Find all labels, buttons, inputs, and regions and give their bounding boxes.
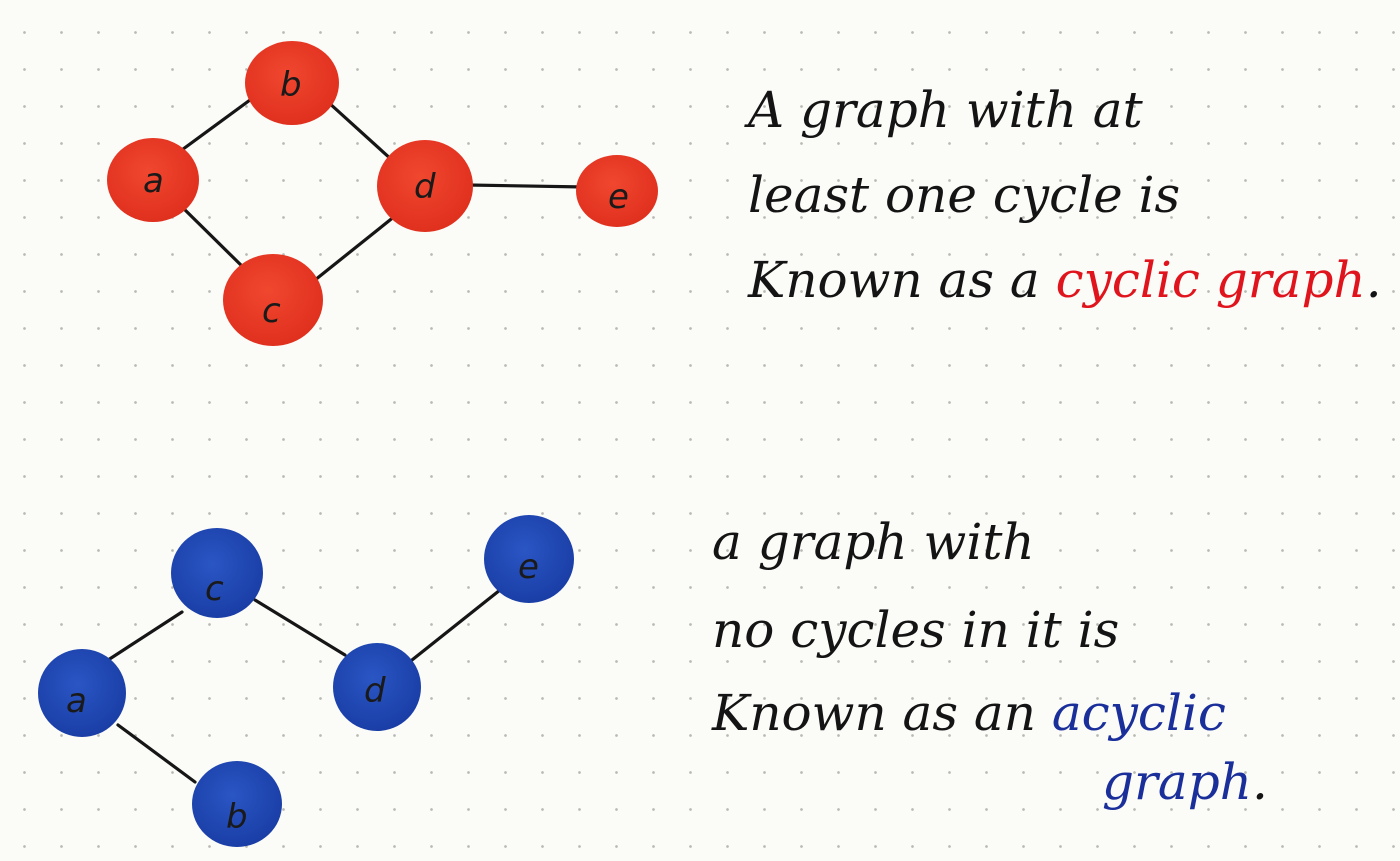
acyclic-line-3: Known as an acyclic (712, 674, 1268, 752)
edge-d-e (466, 183, 587, 189)
edge-a-b (116, 723, 197, 784)
node-label-c: c (205, 569, 224, 609)
acyclic-graph-term-1: acyclic (1051, 684, 1226, 742)
cyclic-line-2: least one cycle is (748, 166, 1181, 224)
node-c: c (171, 528, 263, 618)
node-label-a: a (66, 681, 87, 721)
cyclic-graph: a b c d e (107, 41, 658, 346)
edge-d-e (410, 588, 502, 662)
edge-c-d (253, 598, 347, 657)
acyclic-line-2: no cycles in it is (712, 601, 1120, 659)
node-b: b (245, 41, 339, 125)
node-c: c (223, 254, 323, 346)
node-label-c: c (262, 291, 281, 331)
node-label-d: d (364, 671, 386, 711)
cyclic-line-1: A graph with at (748, 81, 1143, 139)
acyclic-graph-term-2: graph (1102, 753, 1252, 811)
node-b: b (192, 761, 282, 847)
node-a: a (107, 138, 199, 222)
node-label-a: a (143, 161, 164, 201)
node-d: d (377, 140, 473, 232)
node-label-e: e (518, 547, 539, 587)
acyclic-line-1: a graph with (712, 513, 1035, 571)
cyclic-line-3-prefix: Known as a (748, 251, 1040, 309)
node-label-d: d (414, 167, 436, 207)
node-d: d (333, 643, 421, 731)
acyclic-graph: a b c d e (38, 515, 574, 847)
acyclic-line-3-prefix: Known as an (712, 684, 1036, 742)
acyclic-graph-description: a graph with no cycles in it is Known as… (712, 498, 1268, 812)
acyclic-line-4: graph. (712, 752, 1268, 812)
node-e: e (576, 155, 658, 227)
edge-b-d (326, 100, 394, 162)
node-label-b: b (226, 797, 248, 837)
edge-a-c (103, 610, 184, 664)
acyclic-line-4-suffix: . (1251, 753, 1268, 811)
node-e: e (484, 515, 574, 603)
node-label-e: e (608, 177, 629, 217)
cyclic-graph-term: cyclic graph (1055, 251, 1366, 309)
cyclic-graph-description: A graph with at least one cycle is Known… (748, 68, 1382, 323)
node-label-b: b (280, 65, 302, 105)
edge-a-c (178, 203, 250, 274)
cyclic-line-3: Known as a cyclic graph. (748, 238, 1382, 323)
node-a: a (38, 649, 126, 737)
edge-a-b (173, 98, 252, 157)
cyclic-line-3-suffix: . (1365, 251, 1382, 309)
edge-c-d (313, 210, 402, 282)
